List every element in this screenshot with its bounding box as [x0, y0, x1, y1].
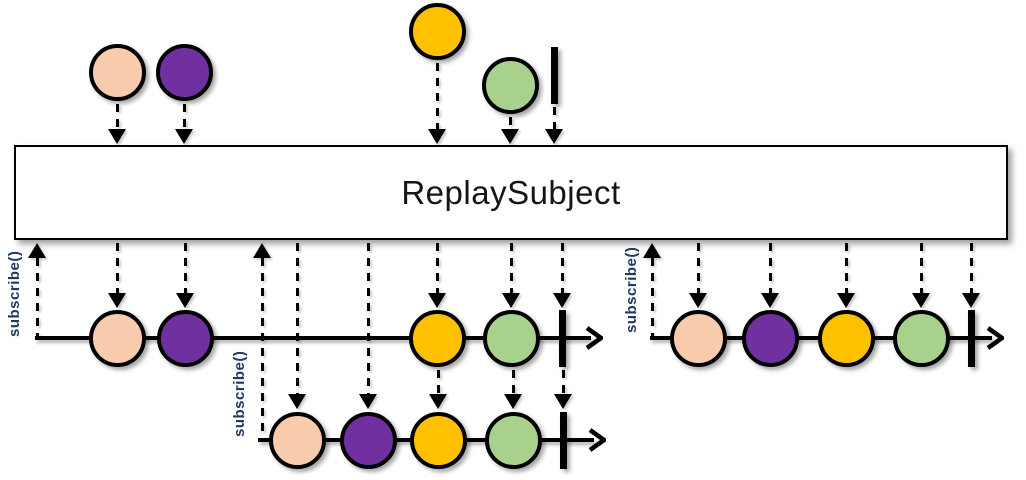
arrowhead-down-icon: [553, 293, 571, 308]
emit-arrow: [183, 243, 187, 293]
arrowhead-down-icon: [108, 129, 126, 144]
timeline-arrowhead-icon: [585, 325, 605, 356]
complete-bar: [550, 46, 558, 104]
marble-yellow: [409, 411, 467, 469]
arrowhead-down-icon: [689, 293, 707, 308]
arrowhead-up-icon: [253, 243, 271, 258]
complete-bar: [558, 309, 566, 367]
marble-green: [481, 56, 539, 114]
subscribe-arrow: [260, 258, 264, 438]
emit-arrow: [552, 107, 556, 129]
emit-arrow: [115, 104, 119, 129]
arrowhead-down-icon: [288, 394, 306, 409]
emit-arrow: [768, 243, 772, 293]
replay-subject-box: ReplaySubject: [14, 145, 1008, 240]
subscribe-label: subscribe(): [6, 250, 23, 337]
marble-green: [482, 309, 540, 367]
emit-arrow: [436, 370, 440, 394]
marble-peach: [88, 309, 146, 367]
marble-purple: [339, 411, 397, 469]
subject-title: ReplaySubject: [401, 173, 621, 211]
subscribe-label: subscribe(): [231, 350, 248, 437]
arrowhead-down-icon: [912, 293, 930, 308]
arrowhead-down-icon: [428, 293, 446, 308]
marble-peach: [669, 309, 727, 367]
arrowhead-down-icon: [176, 293, 194, 308]
emit-arrow: [969, 243, 973, 293]
subscribe-arrow: [35, 258, 39, 336]
emit-arrow: [844, 243, 848, 293]
emit-arrow: [560, 243, 564, 293]
emit-arrow: [435, 243, 439, 293]
arrowhead-down-icon: [175, 129, 193, 144]
arrowhead-down-icon: [429, 394, 447, 409]
arrowhead-down-icon: [962, 293, 980, 308]
arrowhead-down-icon: [501, 129, 519, 144]
complete-bar: [967, 309, 975, 367]
complete-bar: [559, 411, 567, 469]
emit-arrow: [366, 243, 370, 394]
marble-green: [892, 309, 950, 367]
timeline-subscriber-1: [35, 336, 591, 340]
arrowhead-down-icon: [761, 293, 779, 308]
marble-yellow: [817, 309, 875, 367]
marble-yellow: [408, 309, 466, 367]
arrowhead-down-icon: [504, 394, 522, 409]
subscribe-arrow: [650, 258, 654, 336]
marble-yellow: [408, 2, 466, 60]
emit-arrow: [508, 117, 512, 129]
arrowhead-down-icon: [837, 293, 855, 308]
emit-arrow: [919, 243, 923, 293]
emit-arrow: [115, 243, 119, 293]
emit-arrow: [696, 243, 700, 293]
arrowhead-down-icon: [428, 129, 446, 144]
arrowhead-up-icon: [28, 243, 46, 258]
subscribe-label: subscribe(): [623, 246, 640, 333]
marble-peach: [268, 411, 326, 469]
marble-purple: [156, 309, 214, 367]
emit-arrow: [182, 104, 186, 129]
arrowhead-down-icon: [545, 129, 563, 144]
arrowhead-up-icon: [643, 243, 661, 258]
arrowhead-down-icon: [359, 394, 377, 409]
marble-purple: [741, 309, 799, 367]
emit-arrow: [511, 370, 515, 394]
marble-purple: [155, 43, 213, 101]
arrowhead-down-icon: [108, 293, 126, 308]
marble-green: [484, 411, 542, 469]
arrowhead-down-icon: [502, 293, 520, 308]
emit-arrow: [561, 370, 565, 394]
timeline-arrowhead-icon: [986, 325, 1006, 356]
emit-arrow: [435, 63, 439, 129]
arrowhead-down-icon: [554, 394, 572, 409]
timeline-arrowhead-icon: [588, 427, 608, 458]
marble-peach: [88, 43, 146, 101]
emit-arrow: [295, 243, 299, 394]
emit-arrow: [509, 243, 513, 293]
